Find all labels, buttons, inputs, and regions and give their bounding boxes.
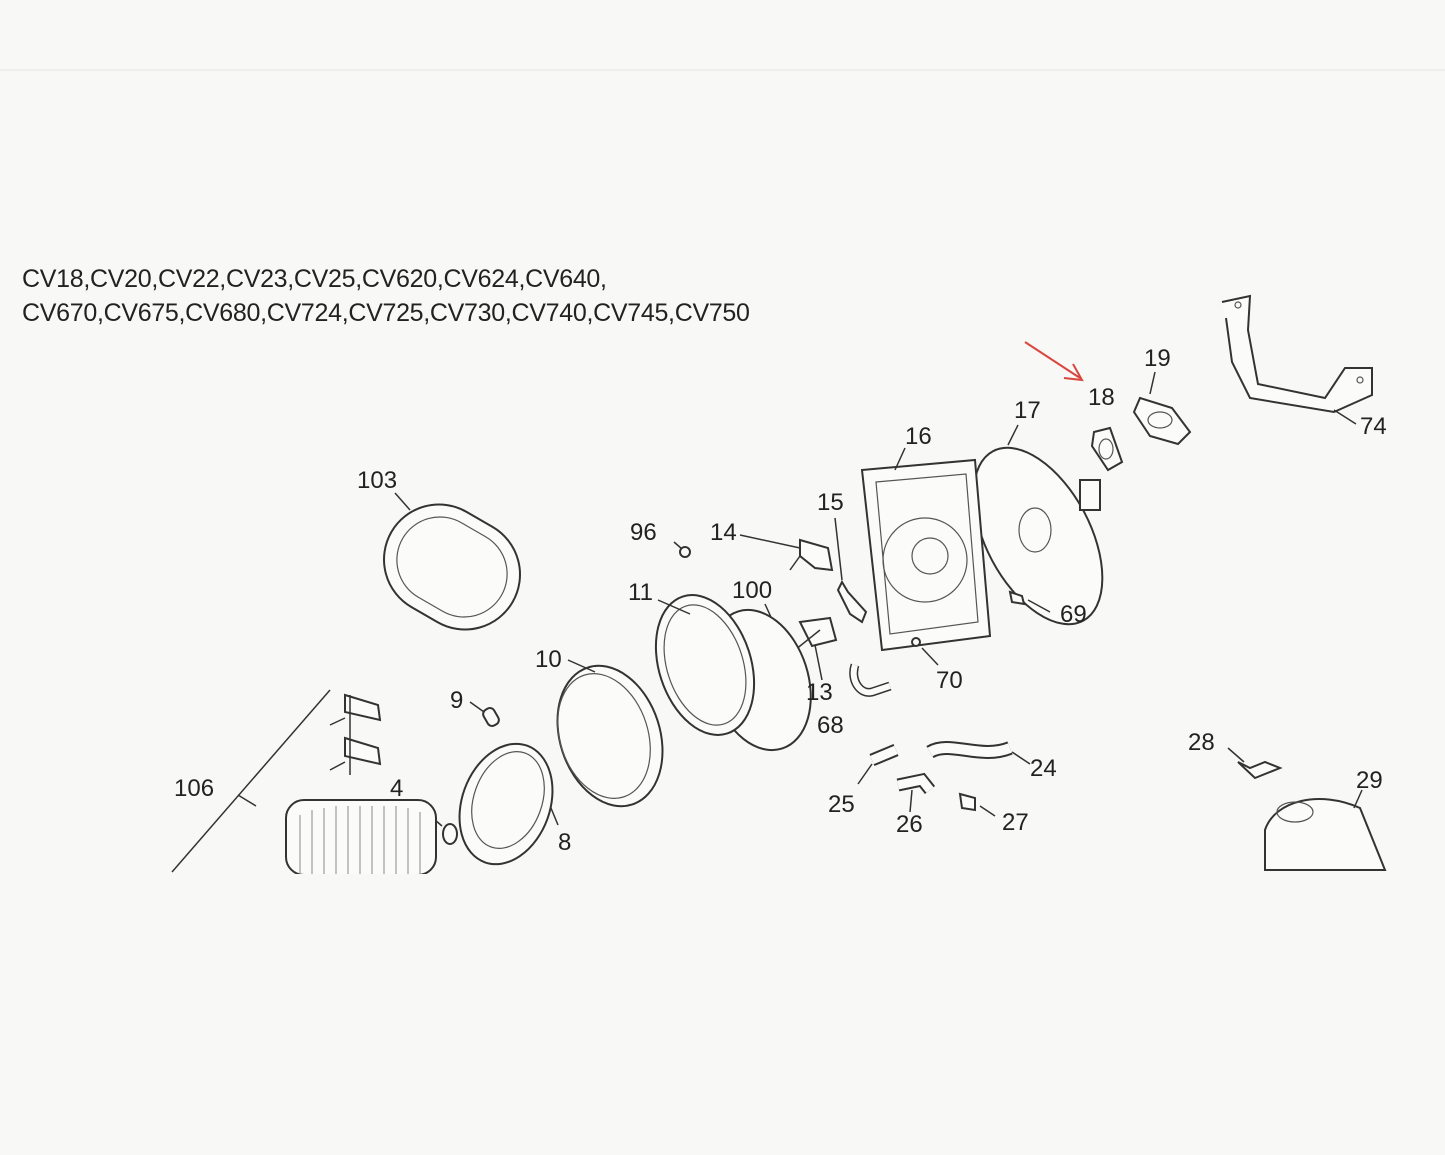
part-106-housing: [171, 689, 437, 876]
part-103-filter-frame: [383, 492, 521, 631]
model-list: CV18,CV20,CV22,CV23,CV25,CV620,CV624,CV6…: [22, 262, 750, 330]
callout-9: 9: [450, 687, 463, 714]
part-13-lever: [794, 616, 838, 681]
part-28-clip: [1227, 747, 1283, 780]
part-70-screw: [911, 637, 939, 666]
callout-10: 10: [535, 646, 562, 673]
callout-27: 27: [1002, 809, 1029, 836]
callout-16: 16: [905, 423, 932, 450]
callout-15: 15: [817, 489, 844, 516]
part-74-bracket: [1221, 294, 1373, 425]
part-10-precleaner: [556, 659, 664, 808]
callout-28: 28: [1188, 729, 1215, 756]
callout-25: 25: [828, 791, 855, 818]
callout-106: 106: [174, 775, 214, 802]
callout-24: 24: [1030, 755, 1057, 782]
part-15-bracket: [834, 517, 868, 624]
callout-69: 69: [1060, 601, 1087, 628]
callout-8: 8: [558, 829, 571, 856]
callout-26: 26: [896, 811, 923, 838]
part-11-filter: [654, 594, 812, 752]
callout-68: 68: [817, 712, 844, 739]
part-27-clamp: [958, 792, 996, 817]
callout-29: 29: [1356, 767, 1383, 794]
callout-96: 96: [630, 519, 657, 546]
part-19-gasket: [1132, 371, 1192, 446]
callout-4: 4: [390, 775, 403, 802]
callout-19: 19: [1144, 345, 1171, 372]
part-9-spacer: [469, 701, 500, 727]
part-25-hose: [857, 744, 899, 785]
callout-74: 74: [1360, 413, 1387, 440]
part-96-screw: [673, 541, 691, 558]
callout-11: 11: [628, 579, 653, 606]
part-24-hose: [926, 741, 1031, 765]
callout-70: 70: [936, 667, 963, 694]
part-29-housing: [1264, 789, 1387, 871]
callout-14: 14: [710, 519, 737, 546]
part-26-hose: [896, 772, 936, 813]
part-14-bracket: [739, 534, 834, 572]
part-cover-disc: [458, 742, 554, 866]
callout-103: 103: [357, 467, 397, 494]
callout-18: 18: [1088, 384, 1115, 411]
part-68-hose: [849, 663, 892, 697]
part-18-gasket: [1090, 426, 1124, 472]
part-17-cover: [972, 424, 1104, 626]
callout-17: 17: [1014, 397, 1041, 424]
callout-13: 13: [806, 679, 833, 706]
part-69-screw: [1008, 590, 1051, 613]
model-list-line-2: CV670,CV675,CV680,CV724,CV725,CV730,CV74…: [22, 299, 750, 327]
highlight-arrow: [1024, 341, 1084, 382]
callout-100: 100: [732, 577, 772, 604]
model-list-line-1: CV18,CV20,CV22,CV23,CV25,CV620,CV624,CV6…: [22, 265, 607, 293]
part-16-base-plate: [860, 447, 992, 652]
